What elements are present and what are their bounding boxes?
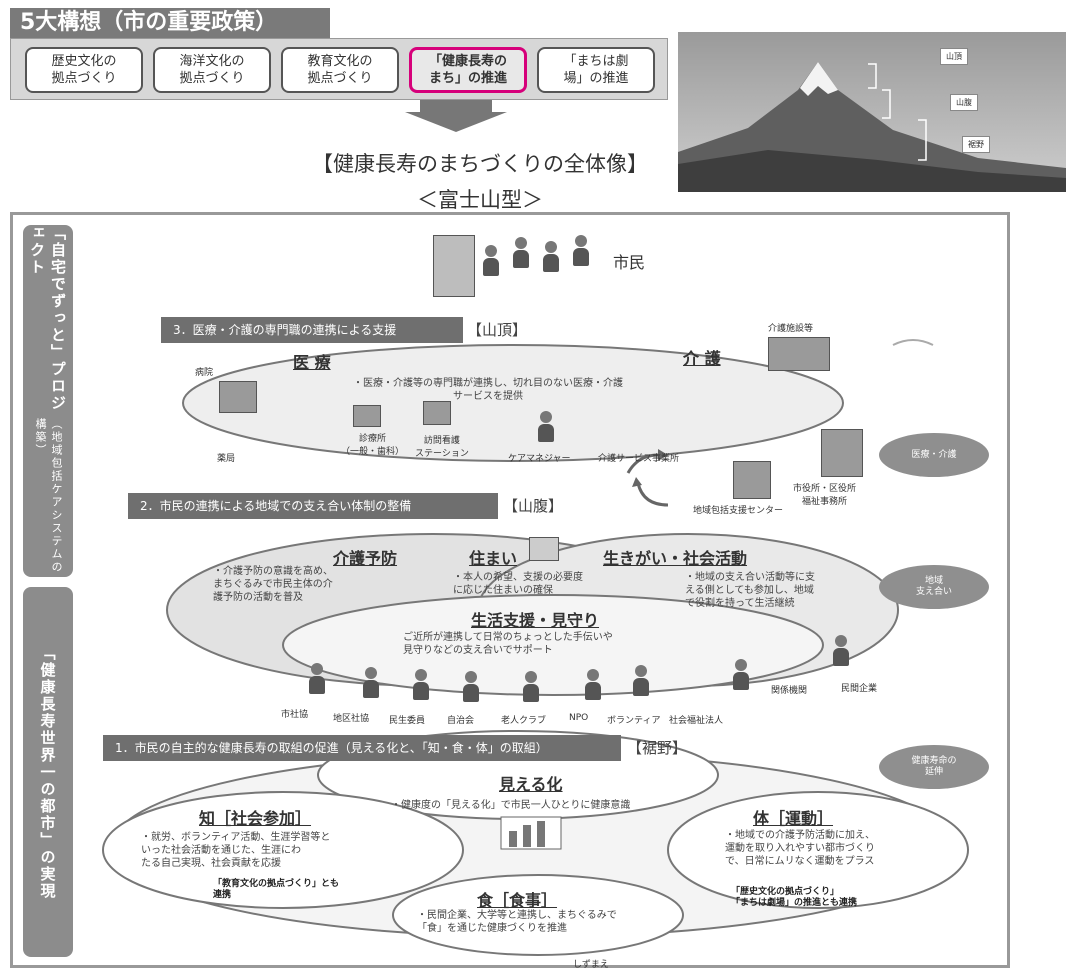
support-heading: 生活支援・見守り bbox=[471, 611, 600, 630]
pharmacy-label: 薬局 bbox=[217, 454, 236, 464]
house-illustration bbox=[433, 235, 475, 297]
section-2-tag: 【山腹】 bbox=[503, 497, 564, 515]
oval-community-support: 地域 支え合い bbox=[879, 565, 989, 609]
actor-label: 関係機関 bbox=[771, 686, 808, 696]
policy-row: 歴史文化の 拠点づくり 海洋文化の 拠点づくり 教育文化の 拠点づくり 「健康長… bbox=[10, 38, 668, 100]
citizen-figure bbox=[543, 241, 559, 272]
actor-figure bbox=[833, 635, 849, 666]
know-heading: 知［社会参加］ bbox=[199, 809, 312, 828]
actor-label: ボランティア bbox=[607, 716, 661, 726]
support-center-icon bbox=[733, 461, 771, 499]
upper-band-sub: （地域包括ケアシステムの構築） bbox=[34, 418, 63, 575]
care-facility-icon bbox=[768, 337, 830, 371]
clinic-label: 診療所 （一般・歯科） bbox=[341, 434, 405, 457]
food-caption: ・民間企業、大学等と連携し、まちぐるみで 「食」を通じた健康づくりを推進 bbox=[417, 910, 617, 934]
section-2-bar: 2．市民の連携による地域での支え合い体制の整備 bbox=[128, 493, 498, 519]
summit-caption: ・医療・介護等の専門職が連携し、切れ目のない医療・介護 サービスを提供 bbox=[353, 378, 623, 402]
section-1-tag: 【裾野】 bbox=[627, 739, 688, 757]
body-heading: 体［運動］ bbox=[753, 809, 834, 828]
care-manager-figure bbox=[538, 411, 554, 442]
overview-diagram: 「自宅でずっと」プロジェクト （地域包括ケアシステムの構築） 「健康長寿世界一の… bbox=[10, 212, 1010, 970]
prevention-heading: 介護予防 bbox=[333, 549, 398, 568]
oval-medical-care: 医療・介護 bbox=[879, 433, 989, 477]
policy-ocean: 海洋文化の 拠点づくり bbox=[153, 47, 271, 93]
mountain-image bbox=[678, 32, 1066, 192]
shizumae-label: しずまえ bbox=[573, 960, 609, 970]
policy-education: 教育文化の 拠点づくり bbox=[281, 47, 399, 93]
city-office-label: 市役所・区役所 福祉事務所 bbox=[793, 484, 857, 507]
actor-figure bbox=[523, 671, 539, 702]
actor-label: 老人クラブ bbox=[501, 716, 547, 726]
purpose-heading: 生きがい・社会活動 bbox=[603, 549, 748, 568]
actor-label: 地区社協 bbox=[333, 714, 370, 724]
actor-label: 社会福祉法人 bbox=[669, 716, 724, 726]
housing-heading: 住まい bbox=[469, 549, 518, 568]
hospital-icon bbox=[219, 381, 257, 413]
bar-graph-icon bbox=[500, 816, 562, 850]
banner-title: 5大構想（市の重要政策） bbox=[10, 8, 330, 38]
actor-label: 民生委員 bbox=[389, 716, 426, 726]
foot-label: 裾野 bbox=[962, 136, 990, 153]
section-1-bar: 1．市民の自主的な健康長寿の取組の促進（見える化と、「知・食・体」の取組） bbox=[103, 735, 621, 761]
actor-figure bbox=[309, 663, 325, 694]
actor-figure bbox=[733, 659, 749, 690]
down-arrow-shaft bbox=[420, 100, 492, 112]
support-caption: ご近所が連携して日常のちょっとした手伝いや 見守りなどの支え合いでサポート bbox=[403, 632, 613, 656]
policy-history: 歴史文化の 拠点づくり bbox=[25, 47, 143, 93]
actor-figure bbox=[585, 669, 601, 700]
overview-subtitle: ＜富士山型＞ bbox=[417, 188, 543, 212]
upper-project-band: 「自宅でずっと」プロジェクト （地域包括ケアシステムの構築） bbox=[23, 225, 73, 577]
citizen-figure bbox=[513, 237, 529, 268]
policy-health-active: 「健康長寿の まち」の推進 bbox=[409, 47, 527, 93]
support-center-label: 地域包括支援センター bbox=[693, 506, 784, 516]
citizen-figure bbox=[573, 235, 589, 266]
nursing-station-label: 訪問看護 ステーション bbox=[415, 436, 469, 459]
food-heading: 食［食事］ bbox=[477, 891, 558, 910]
citizens-label: 市民 bbox=[613, 253, 646, 272]
actor-figure bbox=[463, 671, 479, 702]
overview-title: 【健康長寿のまちづくりの全体像】 bbox=[312, 152, 648, 176]
house-icon bbox=[529, 537, 559, 561]
actor-label: 自治会 bbox=[447, 716, 475, 726]
medical-heading: 医 療 bbox=[293, 353, 331, 372]
down-arrow-icon bbox=[405, 112, 507, 132]
visible-caption: ・健康度の「見える化」で市民一人ひとりに健康意識 bbox=[391, 800, 631, 811]
note-right: 「歴史文化の拠点づくり」 「まちは劇場」の推進とも連携 bbox=[731, 887, 858, 908]
mount-fuji-photo: 山頂 山腹 裾野 bbox=[678, 32, 1066, 192]
clinic-icon bbox=[353, 405, 381, 427]
city-office-icon bbox=[821, 429, 863, 477]
upper-band-main: 「自宅でずっと」プロジェクト bbox=[28, 225, 67, 412]
actor-figure bbox=[413, 669, 429, 700]
care-office-label: 介護サービス事業所 bbox=[598, 454, 680, 464]
care-facility-label: 介護施設等 bbox=[768, 324, 814, 334]
purpose-caption: ・地域の支え合い活動等に支 える側としても参加し、地域 で役割を持って生活継続 bbox=[685, 572, 815, 609]
actor-label: 市社協 bbox=[281, 710, 309, 720]
nursing-station-icon bbox=[423, 401, 451, 425]
visible-heading: 見える化 bbox=[499, 775, 563, 794]
hospital-label: 病院 bbox=[195, 368, 214, 378]
actor-label: NPO bbox=[569, 713, 589, 723]
actor-figure bbox=[633, 665, 649, 696]
slope-label: 山腹 bbox=[950, 94, 978, 111]
oval-healthy-life-extension: 健康寿命の 延伸 bbox=[879, 745, 989, 789]
section-3-tag: 【山頂】 bbox=[467, 321, 528, 339]
know-caption: ・就労、ボランティア活動、生涯学習等と いった社会活動を通じた、生涯にわ たる自… bbox=[141, 832, 331, 869]
prevention-caption: ・介護予防の意識を高め、 まちぐるみで市民主体の介 護予防の活動を普及 bbox=[213, 566, 333, 603]
actor-label: 民間企業 bbox=[841, 684, 878, 694]
care-heading: 介 護 bbox=[683, 349, 721, 368]
housing-caption: ・本人の希望、支援の必要度 に応じた住まいの確保 bbox=[453, 572, 583, 596]
body-caption: ・地域での介護予防活動に加え、 運動を取り入れやすい都市づくり で、日常にムリな… bbox=[725, 830, 875, 867]
care-manager-label: ケアマネジャー bbox=[508, 454, 571, 464]
actor-figure bbox=[363, 667, 379, 698]
summit-label: 山頂 bbox=[940, 48, 968, 65]
policy-theater: 「まちは劇 場」の推進 bbox=[537, 47, 655, 93]
section-3-bar: 3．医療・介護の専門職の連携による支援 bbox=[161, 317, 463, 343]
citizen-figure bbox=[483, 245, 499, 276]
lower-goal-band: 「健康長寿世界一の都市」の実現 bbox=[23, 587, 73, 957]
note-left: 「教育文化の拠点づくり」とも 連携 bbox=[213, 879, 340, 900]
